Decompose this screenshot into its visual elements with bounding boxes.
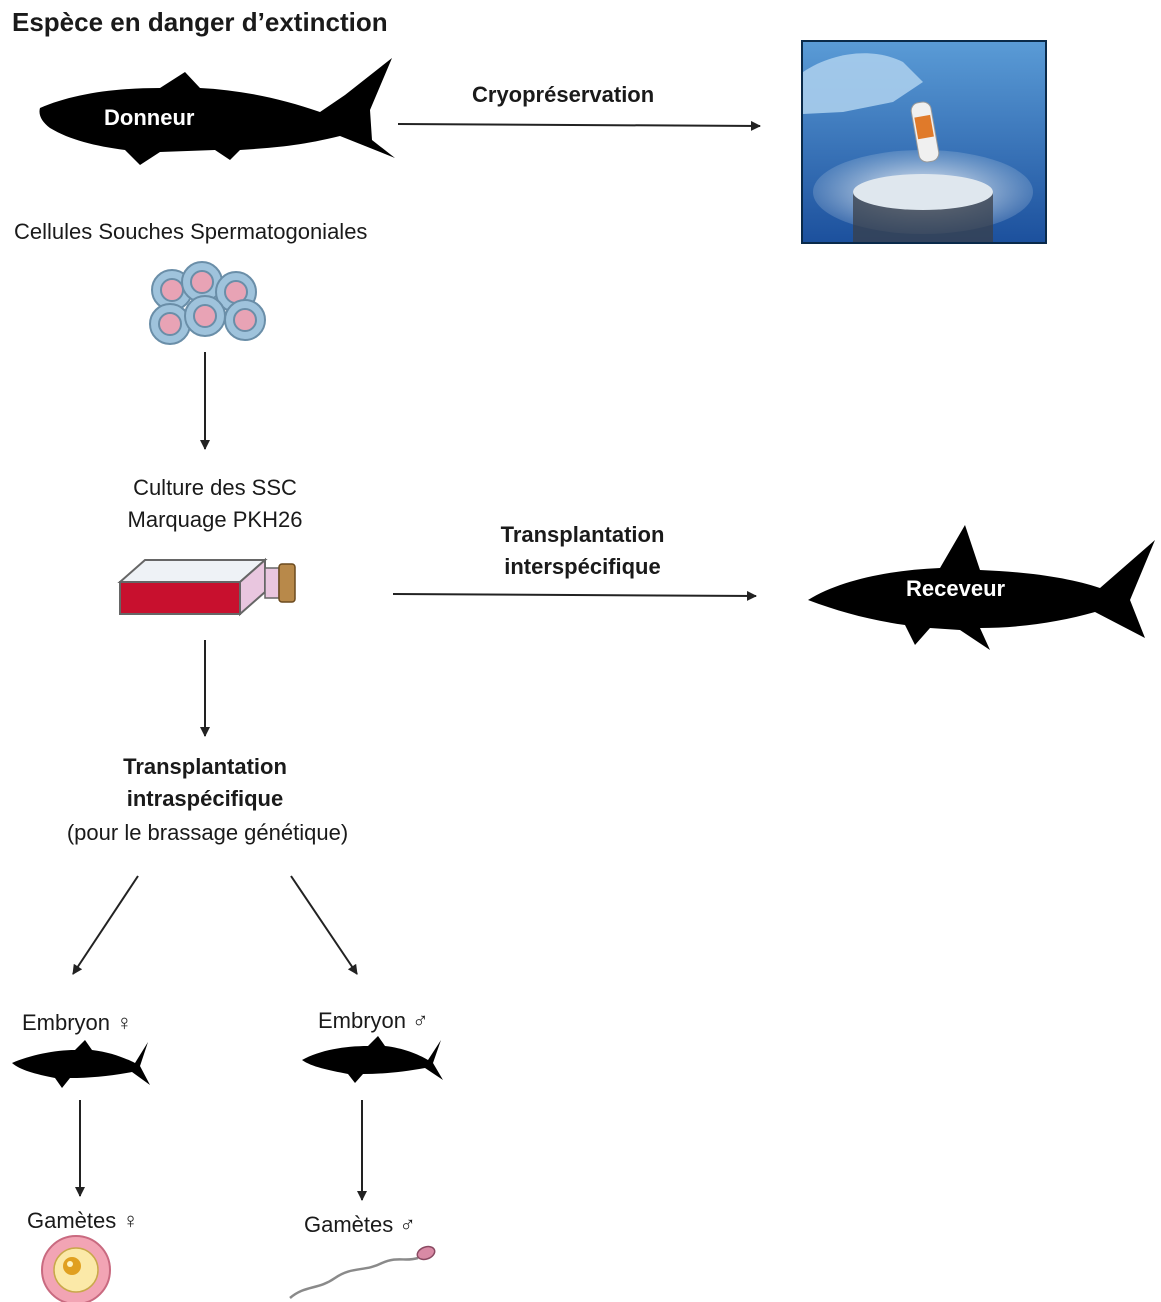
embryo-female-label: Embryon ♀ bbox=[22, 1010, 133, 1035]
arrow-cryopreservation bbox=[397, 120, 761, 131]
culture-flask-icon bbox=[117, 557, 296, 617]
arrow-interspecific bbox=[392, 590, 757, 601]
diagram-title: Espèce en danger d’extinction bbox=[12, 7, 388, 37]
oocyte-icon bbox=[41, 1235, 111, 1302]
cryopreservation-label: Cryopréservation bbox=[472, 82, 655, 107]
stem-cells-label: Cellules Souches Spermatogoniales bbox=[14, 219, 368, 244]
recipient-label: Receveur bbox=[906, 576, 1006, 601]
intraspecific-label-line2: intraspécifique bbox=[126, 786, 284, 811]
stem-cells-icon bbox=[149, 261, 266, 345]
embryo-male-shark-icon bbox=[302, 1036, 443, 1083]
arrow-intra-to-female bbox=[72, 875, 139, 975]
intraspecific-label-line1: Transplantation bbox=[123, 754, 287, 779]
embryo-male-label: Embryon ♂ bbox=[318, 1008, 429, 1033]
interspecific-label-line1: Transplantation bbox=[500, 522, 665, 547]
culture-label-line2: Marquage PKH26 bbox=[127, 507, 303, 532]
recipient-shark-icon bbox=[808, 525, 1155, 650]
intraspecific-label-line3: (pour le brassage génétique) bbox=[66, 820, 349, 845]
arrow-intra-to-male bbox=[290, 875, 358, 975]
culture-label-line1: Culture des SSC bbox=[133, 475, 297, 500]
interspecific-label-line2: interspécifique bbox=[504, 554, 661, 579]
donor-shark-icon bbox=[39, 58, 396, 165]
gametes-female-label: Gamètes ♀ bbox=[27, 1208, 139, 1233]
cryopreservation-photo bbox=[801, 40, 1047, 244]
donor-label: Donneur bbox=[104, 105, 195, 130]
gametes-male-label: Gamètes ♂ bbox=[304, 1212, 416, 1237]
sperm-icon bbox=[289, 1245, 436, 1299]
embryo-female-shark-icon bbox=[12, 1040, 150, 1088]
